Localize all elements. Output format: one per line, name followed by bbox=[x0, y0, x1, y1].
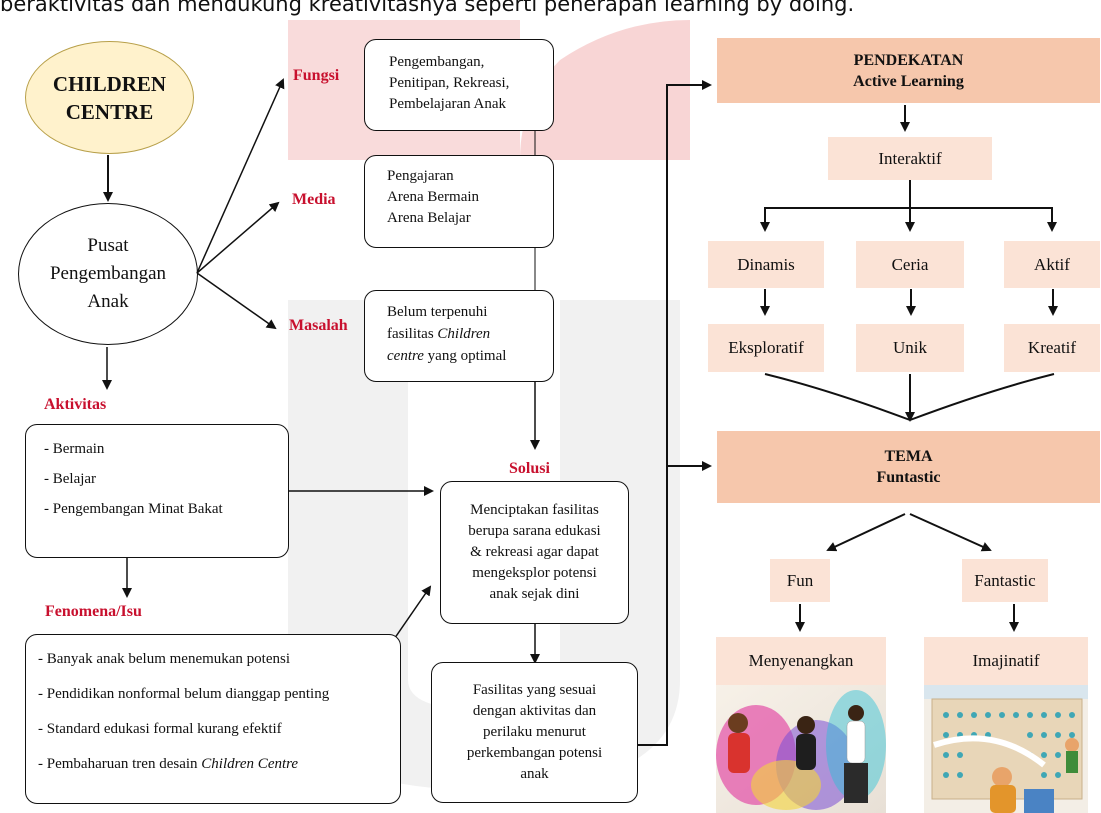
media-line-2: Arena Bermain bbox=[387, 189, 480, 205]
pendekatan-subtitle: Active Learning bbox=[853, 72, 964, 90]
aktivitas-box: - Bermain - Belajar - Pengembangan Minat… bbox=[25, 424, 289, 558]
fantastic-box: Fantastic bbox=[962, 559, 1048, 602]
fasilitas-box: Fasilitas yang sesuai dengan aktivitas d… bbox=[431, 662, 638, 803]
aktif-box: Aktif bbox=[1004, 241, 1100, 288]
fun-box: Fun bbox=[770, 559, 830, 602]
pusat-line-1: Pusat bbox=[87, 235, 129, 256]
fenomena-box: - Banyak anak belum menemukan potensi - … bbox=[25, 634, 401, 804]
solusi-line-3: & rekreasi agar dapat bbox=[470, 544, 599, 560]
tema-title: TEMA bbox=[884, 448, 933, 465]
masalah-label: Masalah bbox=[289, 317, 348, 334]
ceria-box: Ceria bbox=[856, 241, 964, 288]
fungsi-box: Pengembangan, Penitipan, Rekreasi, Pembe… bbox=[364, 39, 554, 131]
tema-subtitle: Funtastic bbox=[876, 469, 941, 486]
fenomena-item-2: - Pendidikan nonformal belum dianggap pe… bbox=[38, 686, 330, 702]
masalah-line-3: centre yang optimal bbox=[387, 348, 507, 364]
solusi-line-4: mengeksplor potensi bbox=[472, 565, 597, 581]
media-line-1: Pengajaran bbox=[387, 168, 454, 184]
fasilitas-line-3: perilaku menurut bbox=[483, 724, 586, 740]
kreatif-box: Kreatif bbox=[1004, 324, 1100, 372]
children-centre-line-1: CHILDREN bbox=[52, 71, 167, 96]
fenomena-item-1: - Banyak anak belum menemukan potensi bbox=[38, 651, 291, 667]
children-dancing-photo bbox=[716, 685, 886, 813]
aktivitas-item-1: - Bermain bbox=[44, 441, 105, 457]
media-line-3: Arena Belajar bbox=[387, 210, 471, 226]
media-box: Pengajaran Arena Bermain Arena Belajar bbox=[364, 155, 554, 248]
fasilitas-line-4: perkembangan potensi bbox=[466, 745, 603, 761]
menyenangkan-box: Menyenangkan bbox=[716, 637, 886, 685]
fenomena-item-3: - Standard edukasi formal kurang efektif bbox=[38, 721, 282, 737]
tema-box: TEMA Funtastic bbox=[717, 431, 1100, 503]
children-centre-node: CHILDREN CENTRE bbox=[25, 41, 194, 154]
dinamis-box: Dinamis bbox=[708, 241, 824, 288]
wall-play-panel-photo bbox=[924, 685, 1088, 813]
solusi-line-1: Menciptakan fasilitas bbox=[470, 502, 599, 518]
pusat-pengembangan-node: Pusat Pengembangan Anak bbox=[18, 203, 198, 345]
interaktif-box: Interaktif bbox=[828, 137, 992, 180]
fungsi-label: Fungsi bbox=[293, 67, 340, 84]
fasilitas-line-2: dengan aktivitas dan bbox=[472, 703, 597, 719]
solusi-box: Menciptakan fasilitas berupa sarana eduk… bbox=[440, 481, 629, 624]
pusat-line-3: Anak bbox=[87, 291, 129, 312]
fungsi-line-1: Pengembangan, bbox=[389, 54, 485, 70]
solusi-label: Solusi bbox=[509, 460, 550, 477]
aktivitas-item-3: - Pengembangan Minat Bakat bbox=[44, 501, 223, 517]
fungsi-line-3: Pembelajaran Anak bbox=[389, 96, 507, 112]
fenomena-item-4: - Pembaharuan tren desain Children Centr… bbox=[38, 756, 299, 772]
header-sentence: beraktivitas dan mendukung kreativitasny… bbox=[0, 0, 855, 16]
solusi-line-2: berupa sarana edukasi bbox=[468, 523, 601, 539]
masalah-line-2: fasilitas Children bbox=[387, 326, 491, 342]
fenomena-label: Fenomena/Isu bbox=[45, 603, 142, 620]
solusi-line-5: anak sejak dini bbox=[489, 586, 580, 602]
imajinatif-box: Imajinatif bbox=[924, 637, 1088, 685]
pendekatan-title: PENDEKATAN bbox=[853, 51, 964, 69]
fenomena-item-4-italic: Children Centre bbox=[201, 756, 299, 772]
fasilitas-line-5: anak bbox=[520, 766, 549, 782]
pendekatan-box: PENDEKATAN Active Learning bbox=[717, 38, 1100, 103]
media-label: Media bbox=[292, 191, 336, 208]
masalah-line-1: Belum terpenuhi bbox=[387, 304, 488, 320]
aktivitas-item-2: - Belajar bbox=[44, 471, 97, 487]
eksploratif-box: Eksploratif bbox=[708, 324, 824, 372]
aktivitas-label: Aktivitas bbox=[44, 396, 107, 413]
masalah-box: Belum terpenuhi fasilitas Children centr… bbox=[364, 290, 554, 382]
pusat-line-2: Pengembangan bbox=[49, 263, 167, 284]
unik-box: Unik bbox=[856, 324, 964, 372]
children-centre-line-2: CENTRE bbox=[65, 99, 154, 124]
fasilitas-line-1: Fasilitas yang sesuai bbox=[472, 682, 597, 698]
fungsi-line-2: Penitipan, Rekreasi, bbox=[389, 75, 510, 91]
